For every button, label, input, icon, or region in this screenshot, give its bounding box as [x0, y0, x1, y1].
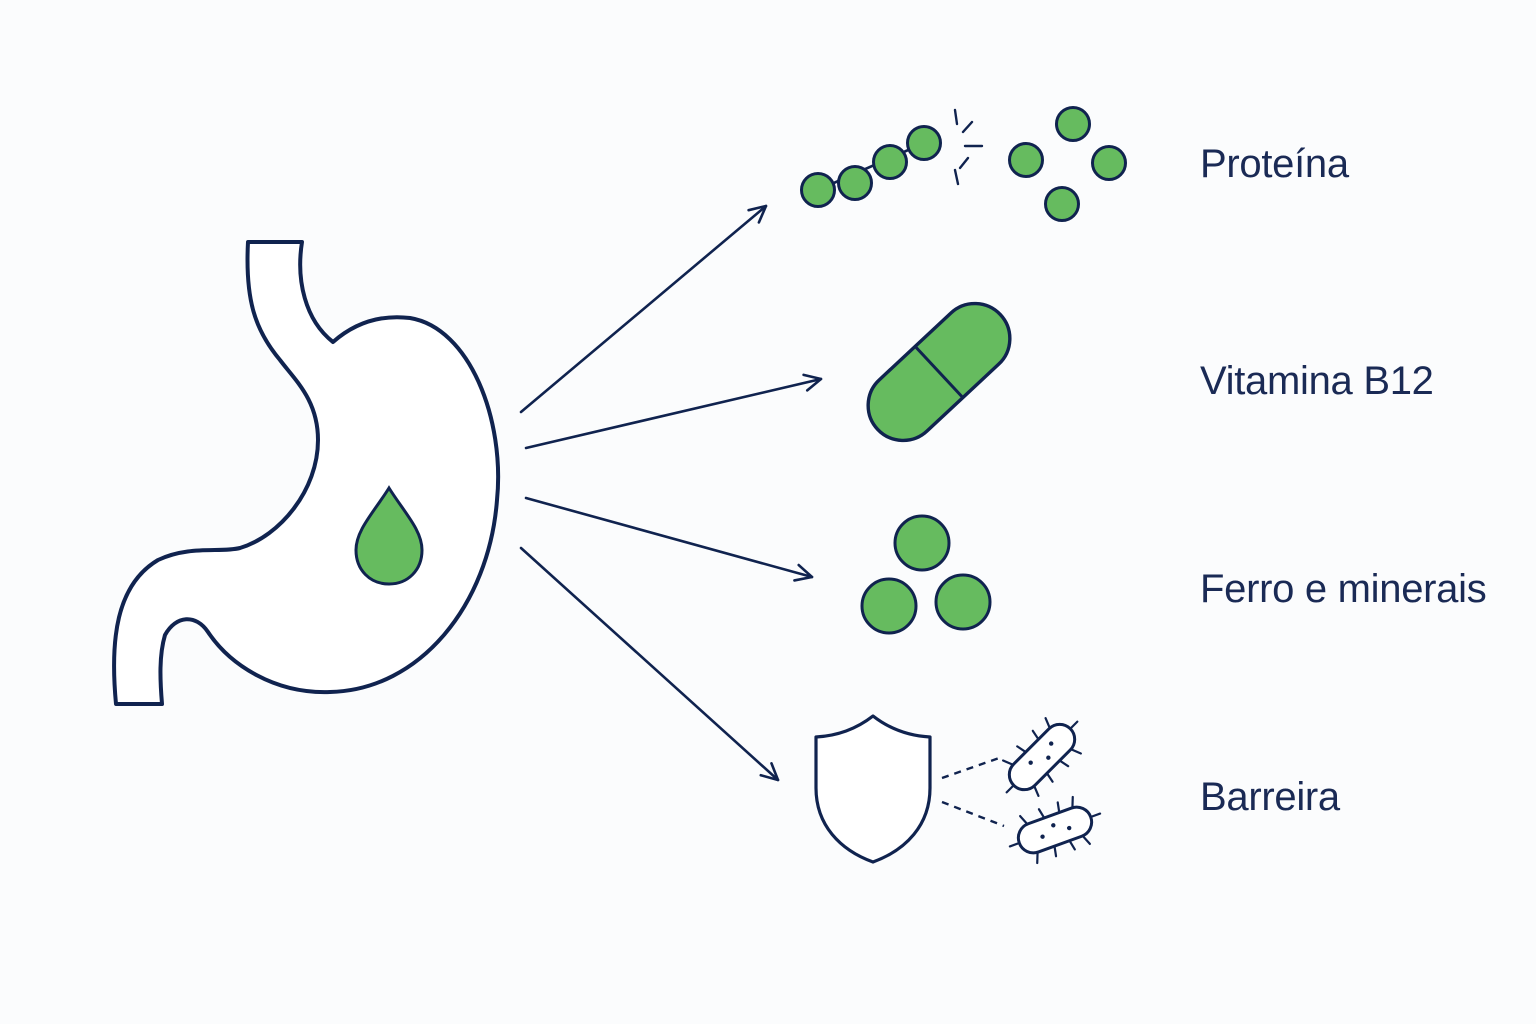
capsule-icon: [866, 301, 1012, 443]
label-protein: Proteína: [1200, 142, 1350, 186]
arrow-to-b12: [524, 373, 823, 450]
bacteria-icon: [1008, 795, 1102, 865]
arrows: [519, 204, 823, 782]
label-iron-minerals: Ferro e minerais: [1200, 567, 1486, 611]
arrow-to-iron: [524, 496, 814, 582]
label-barrier: Barreira: [1200, 775, 1341, 819]
stomach-icon: [112, 240, 501, 706]
bacteria-icon: [1002, 717, 1082, 797]
protein-chain-icon: [800, 106, 1127, 222]
minerals-icon: [860, 514, 992, 635]
shield-icon: [814, 714, 932, 864]
acid-drop-icon: [354, 485, 424, 586]
arrow-to-barrier: [519, 546, 780, 782]
arrow-to-protein: [519, 204, 768, 414]
label-vitamin-b12: Vitamina B12: [1200, 359, 1434, 403]
shield-bacteria-icon: [814, 714, 1102, 865]
